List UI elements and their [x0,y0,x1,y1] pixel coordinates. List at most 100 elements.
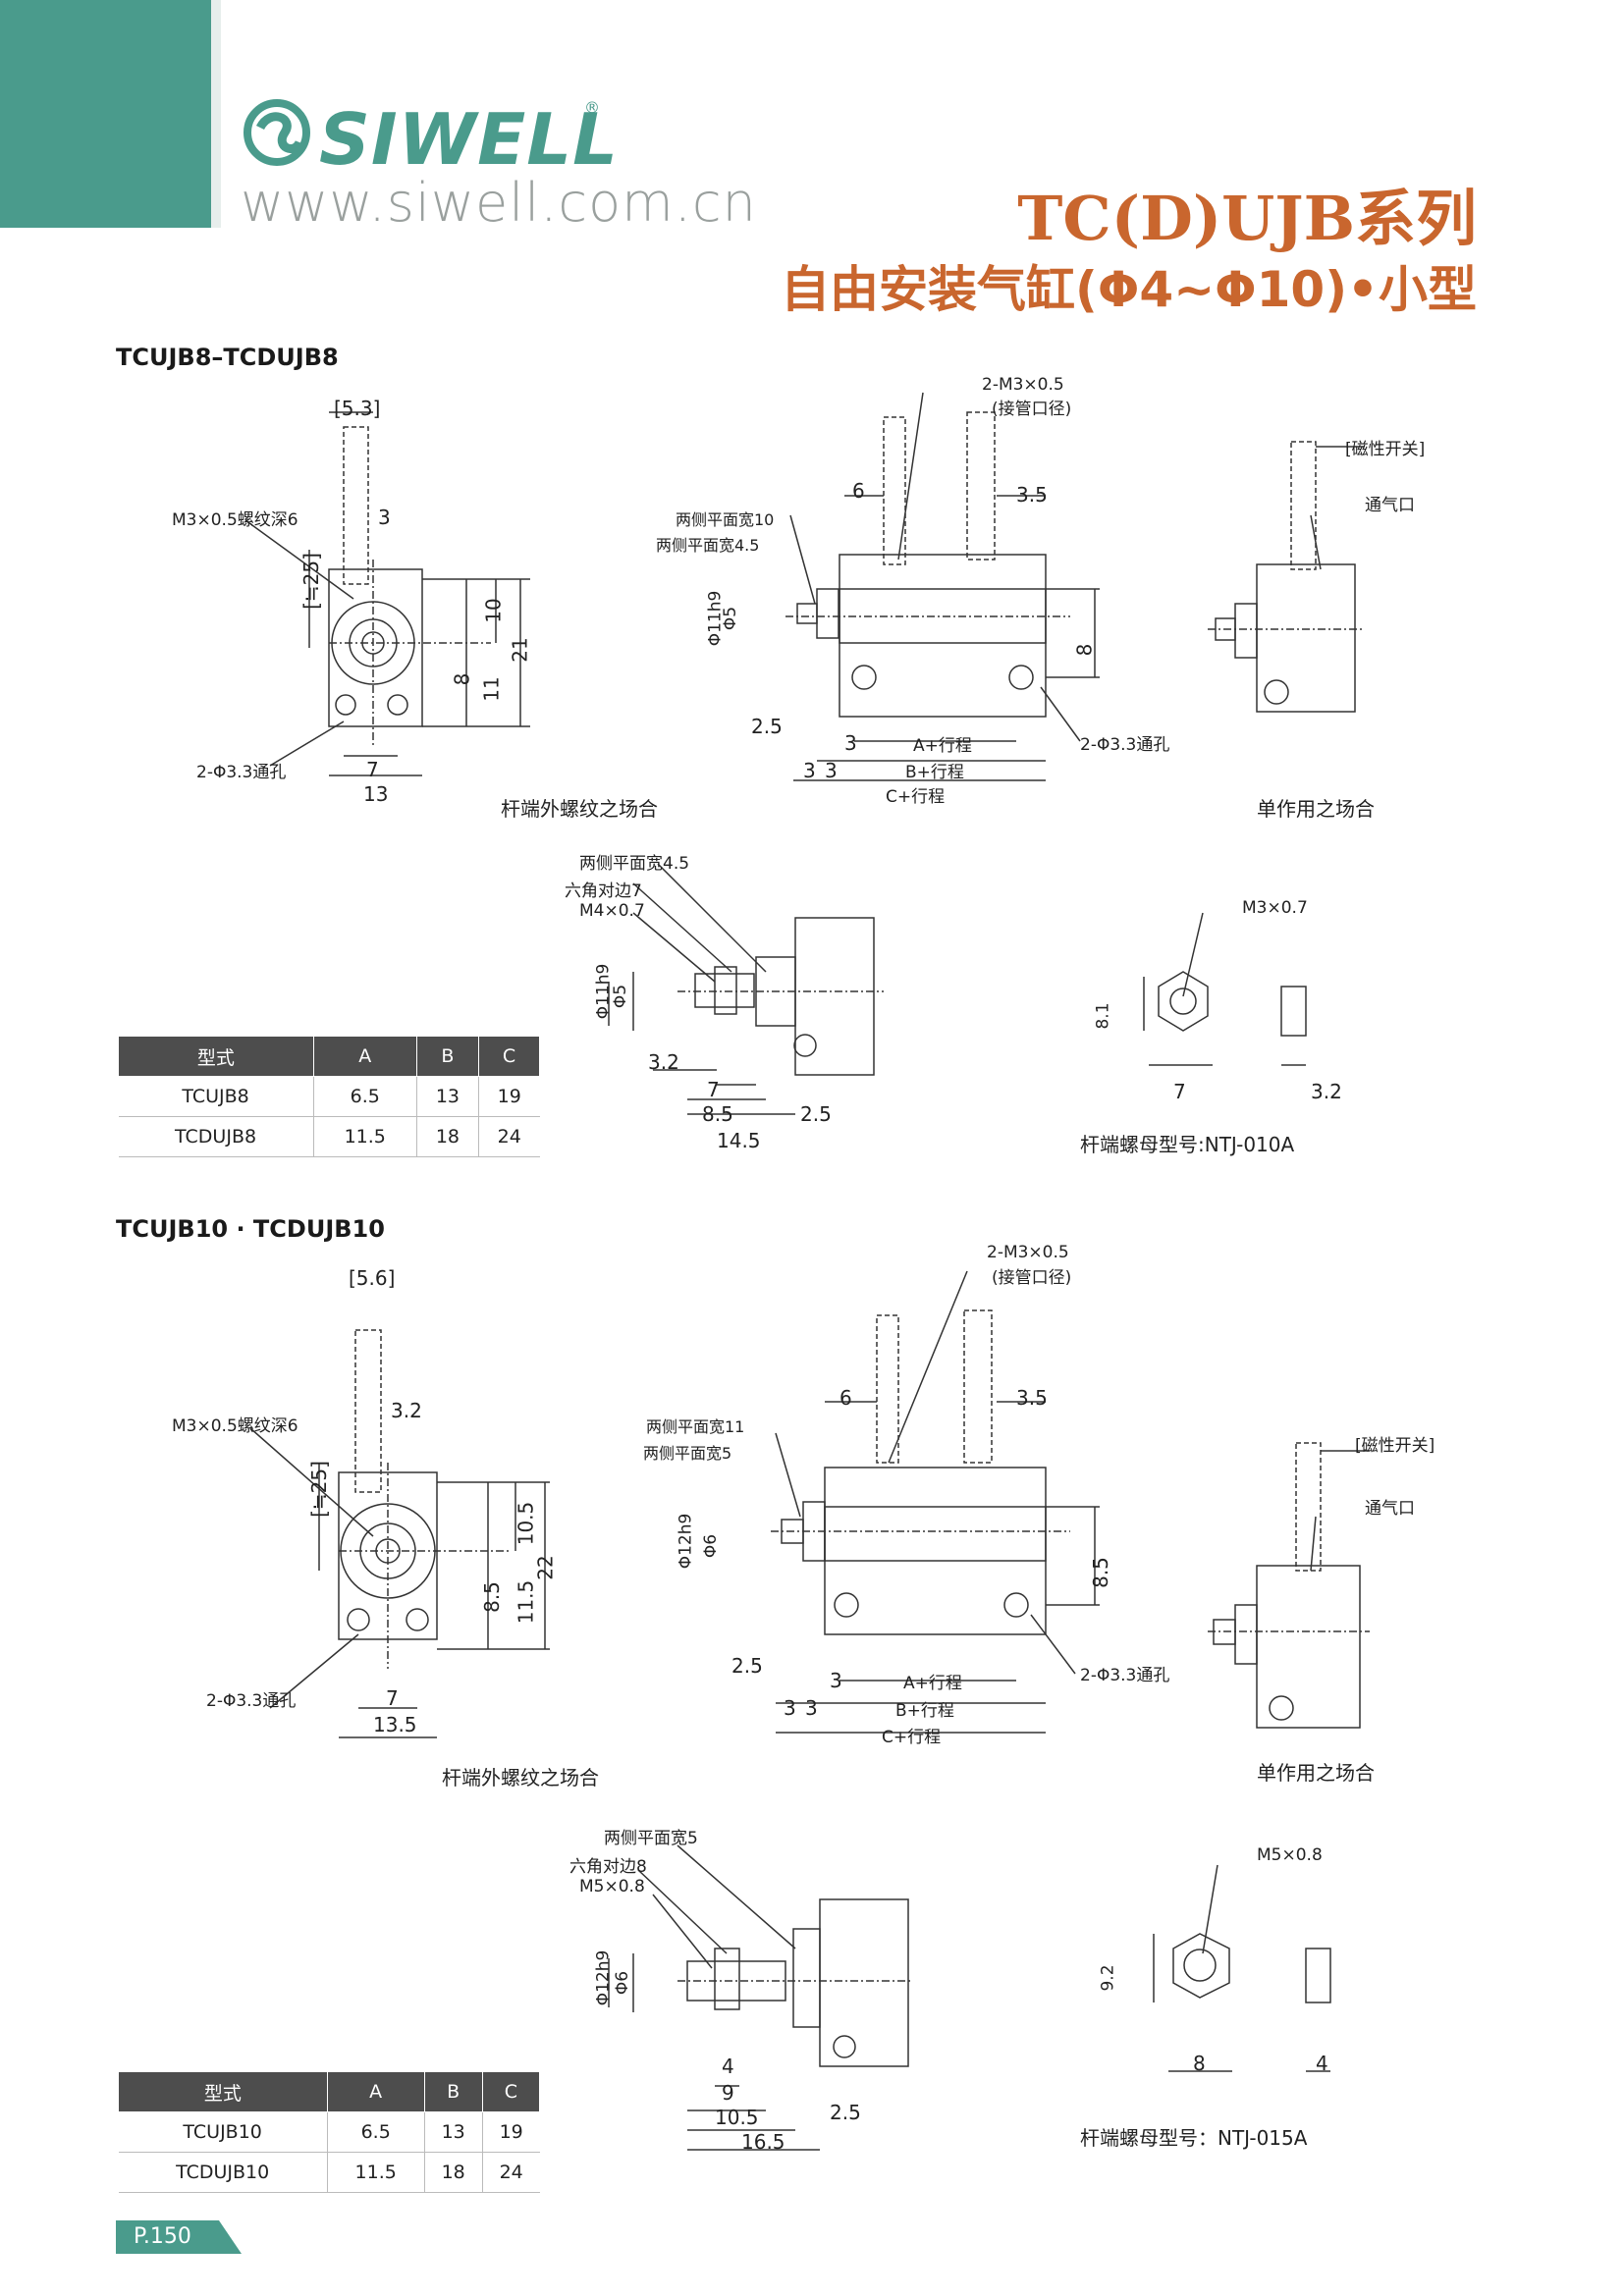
s2-phi-12: Φ12h9 [676,1513,696,1570]
s2-c-stroke: C+行程 [882,1728,942,1747]
s1-rod-3-2: 3.2 [648,1050,679,1074]
s2-port-note: (接管口径) [992,1268,1072,1288]
s2-rod-phi6: Φ6 [613,1970,633,1996]
s2-hole-note-2: 2-Φ3.3通孔 [1080,1666,1170,1685]
s1-th-a: A [312,1036,417,1077]
s2-nut-9-2: 9.2 [1098,1964,1118,1992]
s2-rod-2-5: 2.5 [830,2101,861,2124]
cell-model: TCUJB10 [118,2111,328,2153]
s2-dim-3a: 3 [830,1669,842,1692]
s2-rod-end-view [608,1844,913,2151]
s2-nut-model: 杆端螺母型号：NTJ-015A [1080,2126,1308,2150]
s1-dim-21: 21 [508,637,532,663]
s1-dim-3-5: 3.5 [1016,483,1048,507]
s2-vent: 通气口 [1365,1499,1415,1519]
section2-title: TCUJB10 · TCDUJB10 [116,1215,385,1243]
brand-side-bar [211,0,221,228]
s1-b-stroke: B+行程 [905,763,964,782]
registered-mark: ® [584,98,600,117]
table-row: TCDUJB8 11.5 18 24 [118,1116,540,1157]
s1-nut-8-1: 8.1 [1093,1002,1113,1030]
s1-thread-note: M3×0.5螺纹深6 [172,510,298,530]
s1-nut-model: 杆端螺母型号:NTJ-010A [1080,1133,1295,1156]
s2-nut-4: 4 [1316,2052,1328,2075]
s2-th-c: C [481,2071,541,2112]
s1-side-view [785,392,1100,781]
s2-dim-25: [≒25] [306,1461,331,1518]
cell-c: 24 [478,1116,540,1157]
series-title: TC(D)UJB系列 [1017,183,1477,254]
s1-dim-3: 3 [378,506,391,529]
s2-caption-rod-ext: 杆端外螺纹之场合 [442,1766,599,1789]
s1-port-note: (接管口径) [992,400,1072,419]
s2-rod-hex: 六角对边8 [569,1857,647,1877]
s1-port-thread: 2-M3×0.5 [982,375,1064,395]
cell-a: 6.5 [327,2111,425,2153]
s1-dim-13: 13 [363,782,389,806]
s1-dim-2-5: 2.5 [751,715,783,738]
cell-b: 18 [424,2152,483,2193]
s2-nut-thread: M5×0.8 [1257,1845,1323,1865]
s2-nut-8: 8 [1193,2052,1206,2075]
s2-flat-11: 两侧平面宽11 [646,1417,745,1436]
s1-dim-3b: 3 [803,759,816,782]
s2-hole-note: 2-Φ3.3通孔 [206,1691,297,1711]
s2-rod-thread: M5×0.8 [579,1877,645,1896]
s1-vent: 通气口 [1365,496,1415,515]
s1-flat-4-5: 两侧平面宽4.5 [656,536,760,555]
table-row: TCUJB8 6.5 13 19 [118,1076,540,1117]
s1-rod-14-5: 14.5 [717,1129,761,1152]
s1-dim-3c: 3 [825,759,838,782]
s1-rod-8-5: 8.5 [702,1102,733,1126]
s2-dim-3-2: 3.2 [391,1399,422,1422]
s1-th-type: 型式 [118,1036,314,1077]
s2-dim-8-5b: 8.5 [1088,1557,1112,1588]
s1-nut-3-2: 3.2 [1311,1080,1342,1103]
s2-nut-view [1153,1864,1331,2072]
s1-phi-5: Φ5 [721,606,741,631]
s1-th-c: C [478,1036,540,1077]
s2-dim-11-5: 11.5 [514,1579,538,1625]
s1-c-stroke: C+行程 [886,787,946,807]
s1-nut-7: 7 [1173,1080,1186,1103]
s2-dim-3c: 3 [805,1696,818,1720]
cell-b: 18 [416,1116,480,1157]
cell-a: 11.5 [313,1116,417,1157]
cell-c: 24 [482,2152,540,2193]
s2-single-acting-view [1208,1442,1370,1729]
s1-magnet-switch: [磁性开关] [1345,440,1426,459]
s2-dim-3b: 3 [784,1696,796,1720]
cell-b: 13 [424,2111,483,2153]
s1-nut-view [1143,912,1307,1066]
s1-dim-10: 10 [481,598,506,623]
s2-dim-2-5: 2.5 [731,1654,763,1678]
s2-spec-table: 型式 A B C TCUJB10 6.5 13 19 TCDUJB10 11.5… [118,2071,541,2193]
s1-hole-note: 2-Φ3.3通孔 [196,763,287,782]
s2-dim-5-6: [5.6] [349,1266,396,1290]
brand-color-block [0,0,211,228]
s1-flat-10: 两侧平面宽10 [676,510,775,529]
s2-magnet-switch: [磁性开关] [1355,1436,1435,1456]
s1-dim-5-3: [5.3] [334,397,381,420]
s2-rod-flat: 两侧平面宽5 [604,1829,698,1848]
s1-a-stroke: A+行程 [913,736,972,756]
brand-name: SIWELL [319,98,620,181]
s2-dim-3-5: 3.5 [1016,1386,1048,1410]
table-row: TCUJB10 6.5 13 19 [118,2111,540,2153]
page-number: P.150 [116,2220,242,2254]
cell-model: TCDUJB10 [118,2152,328,2193]
s2-caption-single: 单作用之场合 [1257,1761,1375,1785]
s2-b-stroke: B+行程 [895,1701,954,1721]
s2-dim-7: 7 [386,1686,399,1710]
s1-dim-6: 6 [852,479,865,503]
s2-rod-4: 4 [722,2055,734,2078]
s1-rod-2-5: 2.5 [800,1102,832,1126]
s2-flat-5: 两侧平面宽5 [643,1444,732,1463]
s2-rod-9: 9 [722,2081,734,2105]
brand-url[interactable]: www.siwell.com.cn [241,172,757,234]
s1-rod-end-view [608,863,884,1115]
siwell-logo-icon [244,99,310,166]
s2-rod-16-5: 16.5 [741,2130,785,2154]
s1-front-view [244,411,530,776]
s2-rod-10-5: 10.5 [715,2106,759,2129]
